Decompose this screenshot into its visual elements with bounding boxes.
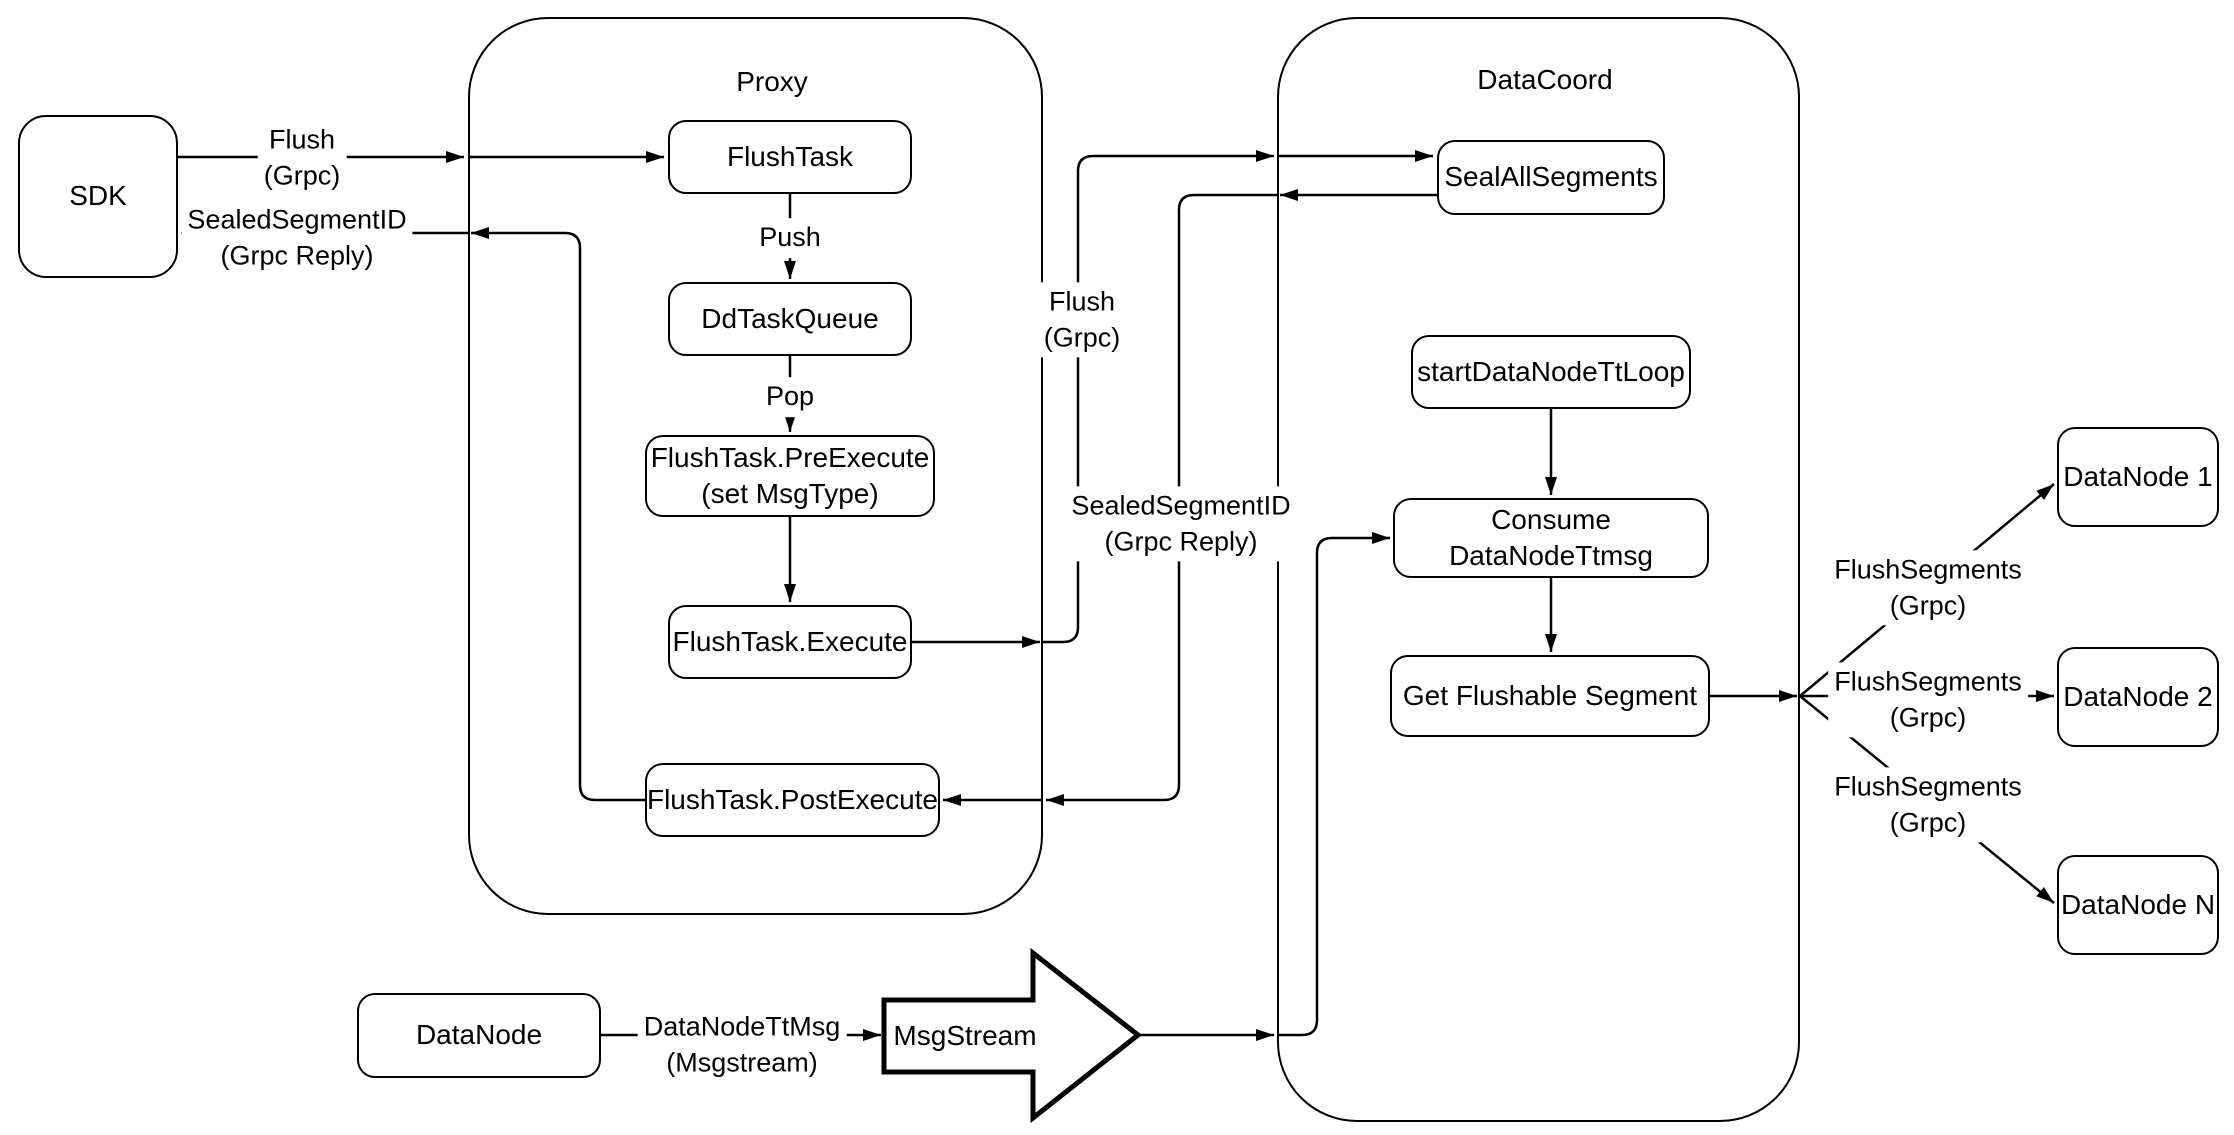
node-data-node-2: DataNode 2	[2057, 647, 2219, 747]
node-msg-stream-label: MsgStream	[893, 1019, 1037, 1051]
edge-label-flush-segments-2: FlushSegments (Grpc)	[1828, 662, 2028, 738]
edge-label-data-node-tt-msg: DataNodeTtMsg (Msgstream)	[637, 1007, 847, 1083]
edge-label-flush-grpc-mid: Flush (Grpc)	[1037, 282, 1127, 358]
node-flush-task-pre-execute: FlushTask.PreExecute (set MsgType)	[645, 435, 935, 517]
proxy-container-title: Proxy	[736, 66, 808, 97]
node-flush-task-post-execute: FlushTask.PostExecute	[645, 763, 940, 837]
node-flush-task: FlushTask	[668, 120, 912, 194]
edge-msgstream-up-to-consume	[1277, 532, 1390, 1037]
node-dd-task-queue: DdTaskQueue	[668, 282, 912, 356]
node-seal-all-segments: SealAllSegments	[1437, 140, 1665, 215]
node-consume-data-node-ttmsg: Consume DataNodeTtmsg	[1393, 498, 1709, 578]
edge-label-sealed-segment-id-sdk: SealedSegmentID (Grpc Reply)	[181, 200, 413, 276]
edge-label-sealed-segment-id-mid: SealedSegmentID (Grpc Reply)	[1065, 486, 1297, 562]
edge-postexecute-up-to-proxy-border	[471, 227, 645, 802]
node-flush-task-execute: FlushTask.Execute	[668, 605, 912, 679]
msgstream-block-arrow-shape	[881, 947, 1143, 1124]
node-data-node-1: DataNode 1	[2057, 427, 2219, 527]
node-get-flushable-segment: Get Flushable Segment	[1390, 655, 1710, 737]
node-sdk: SDK	[18, 115, 178, 278]
node-data-node-n: DataNode N	[2057, 855, 2219, 955]
datacoord-container-title: DataCoord	[1477, 64, 1613, 95]
edge-label-flush-segments-1: FlushSegments (Grpc)	[1828, 550, 2028, 626]
node-start-data-node-tt-loop: startDataNodeTtLoop	[1411, 335, 1691, 409]
node-data-node: DataNode	[357, 993, 601, 1078]
edge-label-flush-grpc-sdk: Flush (Grpc)	[257, 120, 347, 196]
edge-label-pop: Pop	[759, 377, 821, 417]
edge-label-push: Push	[753, 218, 827, 258]
edge-label-flush-segments-n: FlushSegments (Grpc)	[1828, 767, 2028, 843]
edge-execute-up-to-datacoord-border	[1043, 150, 1274, 644]
